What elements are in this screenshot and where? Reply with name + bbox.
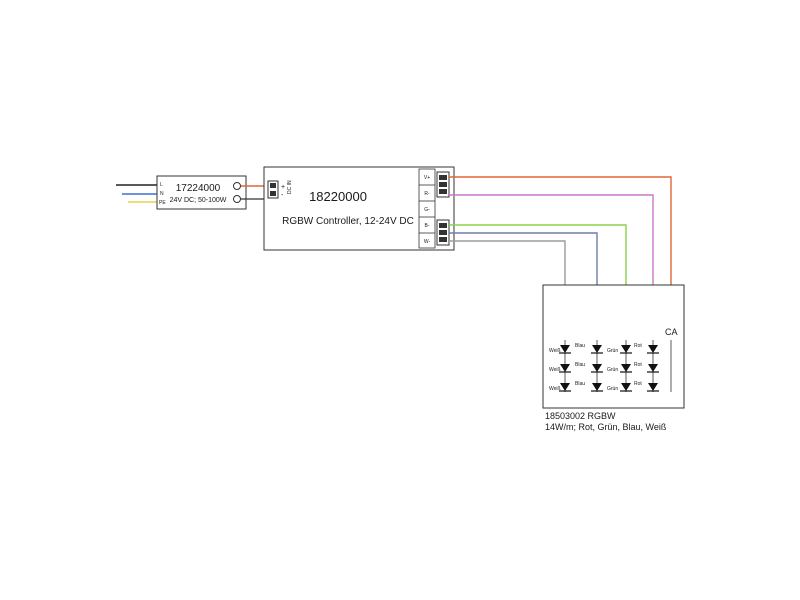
led-r1-red [647, 345, 659, 354]
led-r2-white [559, 364, 571, 373]
led-r2-gruen-label: Grün [607, 367, 618, 373]
led-r2-green [620, 364, 632, 373]
psu-output-minus-terminal [233, 195, 241, 203]
controller-model: 18220000 [309, 189, 367, 204]
psu-spec: 24V DC; 50-100W [170, 197, 227, 204]
psu-output-plus-terminal [233, 182, 241, 190]
output-label-v-plus: V+ [424, 175, 430, 181]
led-r3-blue [591, 383, 603, 392]
led-r2-blau-label: Blau [575, 362, 585, 368]
led-r2-blue [591, 364, 603, 373]
psu-model: 17224000 [176, 183, 221, 194]
led-r1-gruen-label: Grün [607, 348, 618, 354]
led-r1-weiss-label: Weiß [549, 348, 561, 354]
output-label-b-minus: B- [425, 223, 430, 229]
output-label-g-minus: G- [424, 207, 430, 213]
psu-terminal-PE: PE [159, 200, 166, 206]
led-r3-blau-label: Blau [575, 381, 585, 387]
led-strip: CA Weiß Blau Grün Rot Weiß Blau Grün Rot… [542, 284, 685, 409]
led-r2-rot-label: Rot [634, 362, 642, 368]
led-r3-white [559, 383, 571, 392]
mains-wires [116, 184, 158, 203]
led-r1-blue [591, 345, 603, 354]
controller-input-note: DC IN [287, 180, 293, 194]
output-label-w-minus: W- [424, 239, 431, 245]
led-r2-red [647, 364, 659, 373]
controller-description: RGBW Controller, 12-24V DC [282, 216, 414, 227]
rgbw-controller: + - DC IN 18220000 RGBW Controller, 12-2… [263, 166, 455, 251]
led-r3-rot-label: Rot [634, 381, 642, 387]
controller-input-connector [267, 180, 279, 199]
controller-plus-mark: + [281, 184, 285, 191]
led-r3-weiss-label: Weiß [549, 386, 561, 392]
power-supply: L N PE 17224000 24V DC; 50-100W [156, 175, 247, 210]
led-r3-green [620, 383, 632, 392]
controller-minus-mark: - [281, 192, 284, 199]
led-r1-white [559, 345, 571, 354]
psu-terminal-L: L [160, 182, 163, 188]
psu-terminal-N: N [160, 191, 164, 197]
strip-spec: 14W/m; Rot, Grün, Blau, Weiß [545, 422, 667, 432]
led-r1-rot-label: Rot [634, 343, 642, 349]
common-anode-label: CA [665, 327, 678, 337]
led-r1-green [620, 345, 632, 354]
led-r1-blau-label: Blau [575, 343, 585, 349]
output-label-r-minus: R- [424, 191, 430, 197]
led-r3-red [647, 383, 659, 392]
led-r2-weiss-label: Weiß [549, 367, 561, 373]
led-r3-gruen-label: Grün [607, 386, 618, 392]
strip-model: 18503002 RGBW [545, 411, 616, 421]
